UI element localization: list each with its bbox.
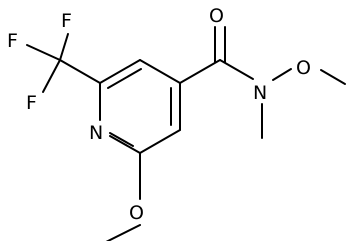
- bond-carbonyl-n: [219, 59, 254, 80]
- atom-carbonyl-oxygen: O: [209, 5, 224, 27]
- bonds: [26, 26, 346, 241]
- bond-c4-carbonyl: [179, 59, 221, 84]
- bond-o-methyl: [320, 69, 346, 85]
- bond-c5-c6: [139, 129, 181, 154]
- atom-fluorine-3: F: [26, 92, 37, 114]
- bond-cf3-f1: [26, 44, 61, 61]
- atom-labels: F F F N O O N O: [7, 5, 311, 224]
- atom-amide-nitrogen: N: [253, 82, 267, 104]
- atom-fluorine-1: F: [7, 30, 18, 52]
- atom-methoxy-oxygen-ring: O: [129, 202, 144, 224]
- bond-c3-c4: [139, 59, 181, 84]
- bond-cf3-f3: [42, 59, 61, 93]
- bond-c6-n1-double: [109, 132, 134, 147]
- atom-fluorine-2: F: [61, 10, 72, 32]
- bond-o-ch3: [105, 224, 141, 241]
- bond-c2-c3: [99, 59, 141, 84]
- atom-ring-nitrogen: N: [89, 122, 103, 144]
- atom-n-methoxy-oxygen: O: [296, 57, 311, 79]
- bond-cf3-f2: [59, 33, 69, 61]
- bond-c6-n1: [109, 135, 141, 154]
- bond-c2-c3-double: [107, 68, 142, 89]
- bond-n-o: [272, 68, 292, 81]
- bond-c2-cf3: [59, 59, 101, 84]
